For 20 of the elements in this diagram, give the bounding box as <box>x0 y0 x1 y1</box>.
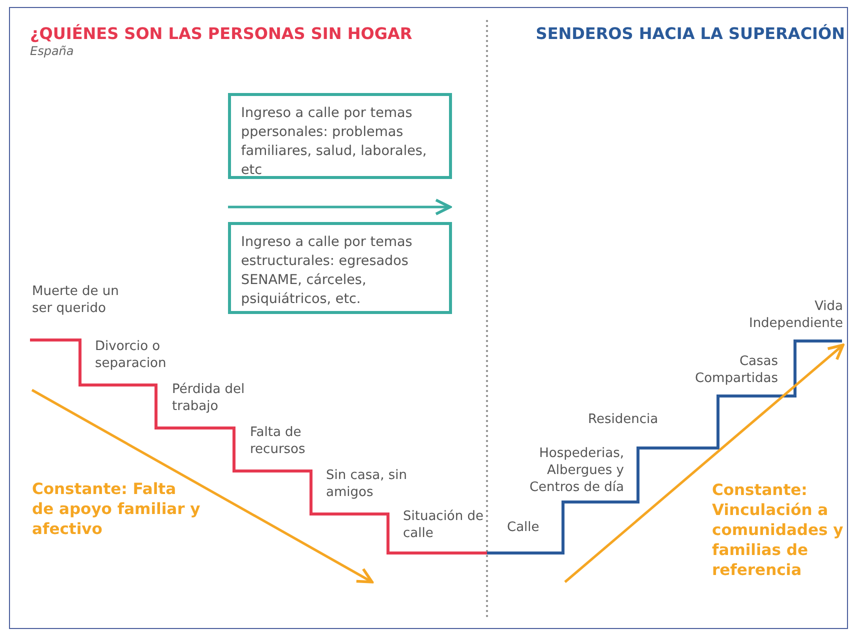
subheading: España <box>30 43 75 59</box>
constant-note: Constante: Vinculación a comunidades y familias de referencia <box>712 480 844 580</box>
step-label: Vida Independiente <box>748 298 843 332</box>
step-label: Calle <box>507 519 540 536</box>
step-label: Hospederias, Albergues y Centros de día <box>528 445 624 496</box>
box-text: Ingreso a calle por temas estructurales: egresados SENAME, cárceles, psiquiátricos, etc. <box>241 233 414 309</box>
step-label: Residencia <box>588 411 660 428</box>
step-label: Situación de calle <box>403 508 485 542</box>
constant-note: Constante: Falta de apoyo familiar y afectivo <box>32 479 202 539</box>
step-label: Pérdida del trabajo <box>172 381 246 415</box>
step-label: Casas Compartidas <box>694 353 778 387</box>
step-label: Sin casa, sin amigos <box>326 467 408 501</box>
step-label: Muerte de un ser querido <box>32 283 120 317</box>
box-text: Ingreso a calle por temas ppersonales: problemas familiares, salud, laborales, etc <box>241 104 428 180</box>
text-box <box>228 222 452 314</box>
step-label: Divorcio o separacion <box>95 338 168 372</box>
heading: ¿QUIÉNES SON LAS PERSONAS SIN HOGAR <box>30 24 414 44</box>
text-box <box>228 93 452 179</box>
step-label: Falta de recursos <box>250 424 306 458</box>
heading: SENDEROS HACIA LA SUPERACIÓN <box>534 24 845 44</box>
